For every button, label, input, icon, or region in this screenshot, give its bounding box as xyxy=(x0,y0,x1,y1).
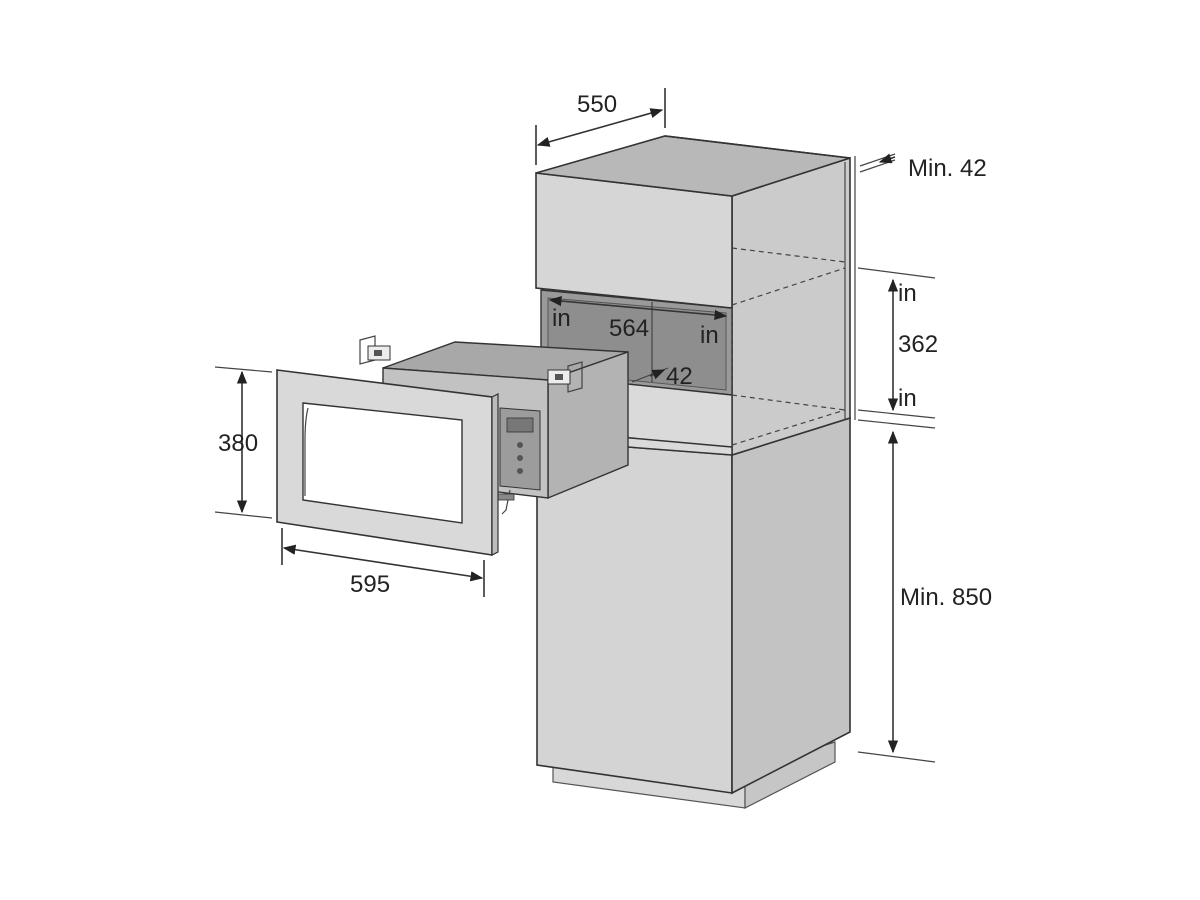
dimension-label-niche-height: 362 xyxy=(898,331,938,358)
dimension-label-frame-width: 595 xyxy=(350,571,390,598)
dimension-label-niche-in-left: in xyxy=(552,305,571,332)
dimension-niche-height: in 362 in xyxy=(857,267,938,419)
dimension-label-niche-in-right: in xyxy=(700,322,719,349)
cabinet-lower-front xyxy=(536,439,733,794)
trim-frame-edge xyxy=(491,393,499,556)
dimension-label-frame-height: 380 xyxy=(218,430,258,457)
dimension-frame-width: 595 xyxy=(281,528,485,598)
dimension-label-niche-width: 564 xyxy=(609,315,649,342)
dimension-label-depth: 550 xyxy=(577,91,617,118)
cabinet-lower-side xyxy=(731,416,851,795)
dimension-cabinet-depth: 550 xyxy=(535,88,666,165)
dimension-label-niche-height-in-top: in xyxy=(898,280,917,307)
trim-frame-opening xyxy=(302,402,463,524)
dimension-side-wall: Min. 42 xyxy=(859,153,987,182)
dimension-frame-height: 380 xyxy=(214,366,273,519)
dimension-label-back-gap: 42 xyxy=(666,363,693,390)
dimension-floor-height: Min. 850 xyxy=(857,419,992,763)
dimension-label-floor-height: Min. 850 xyxy=(900,584,992,611)
bracket-screw-icon xyxy=(547,361,583,393)
bracket-screw-icon xyxy=(359,335,391,365)
dimension-label-side-wall: Min. 42 xyxy=(908,155,987,182)
dimension-niche-width: in 564 in xyxy=(548,295,728,349)
trim-frame xyxy=(276,369,499,556)
cabinet-side-panel xyxy=(731,156,851,457)
dimension-label-niche-height-in-bottom: in xyxy=(898,385,917,412)
dimension-back-gap: 42 xyxy=(631,363,693,390)
